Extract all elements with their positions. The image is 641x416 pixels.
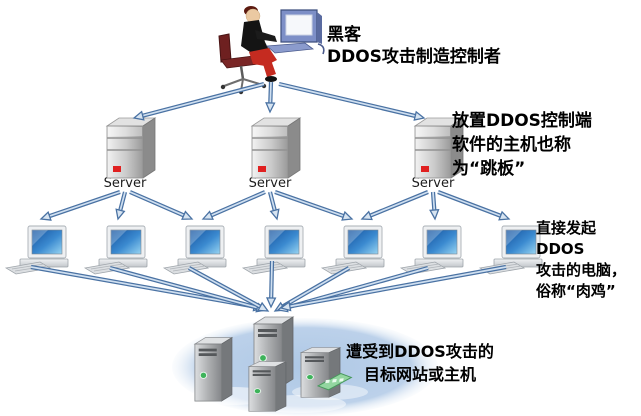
desktop-computer-icon: [163, 225, 227, 275]
hacker-at-computer-icon: [218, 6, 325, 95]
annotation-line: 攻击的电脑，: [536, 261, 627, 279]
server-tower-icon: [106, 117, 156, 179]
hacker-label: 黑客: [327, 25, 361, 45]
desktop-computer-icon: [479, 225, 543, 275]
annotation-line: 软件的主机也称: [452, 135, 571, 155]
annotation-line: 俗称“肉鸡”: [536, 282, 616, 300]
desktop-computer-icon: [84, 225, 148, 275]
server-label: Server: [103, 176, 147, 191]
target-server-icon: [300, 347, 341, 398]
arrow-layer: [30, 81, 511, 313]
annotation-line: 为“跳板”: [452, 159, 526, 179]
desktop-computer-icon: [5, 225, 69, 275]
hacker-role-label: DDOS攻击制造控制者: [327, 47, 501, 67]
annotation-line: 遭受到DDOS攻击的: [346, 342, 494, 361]
server-label: Server: [248, 176, 292, 191]
springboard-annotation: 放置DDOS控制端 软件的主机也称 为“跳板”: [452, 109, 592, 181]
target-annotation: 遭受到DDOS攻击的 目标网站或主机: [338, 340, 502, 386]
desktop-computer-icon: [400, 225, 464, 275]
target-server-icon: [194, 337, 233, 402]
target-server-icon: [248, 361, 287, 412]
server-label: Server: [411, 176, 455, 191]
annotation-line: 目标网站或主机: [363, 365, 476, 384]
desktop-computer-icon: [321, 225, 385, 275]
desktop-computer-icon: [242, 225, 306, 275]
annotation-line: 放置DDOS控制端: [452, 111, 592, 131]
annotation-line: 直接发起DDOS: [536, 219, 597, 258]
server-tower-icon: [251, 117, 301, 179]
zombie-annotation: 直接发起DDOS 攻击的电脑， 俗称“肉鸡”: [536, 218, 641, 302]
target-server-icon: [253, 316, 294, 387]
